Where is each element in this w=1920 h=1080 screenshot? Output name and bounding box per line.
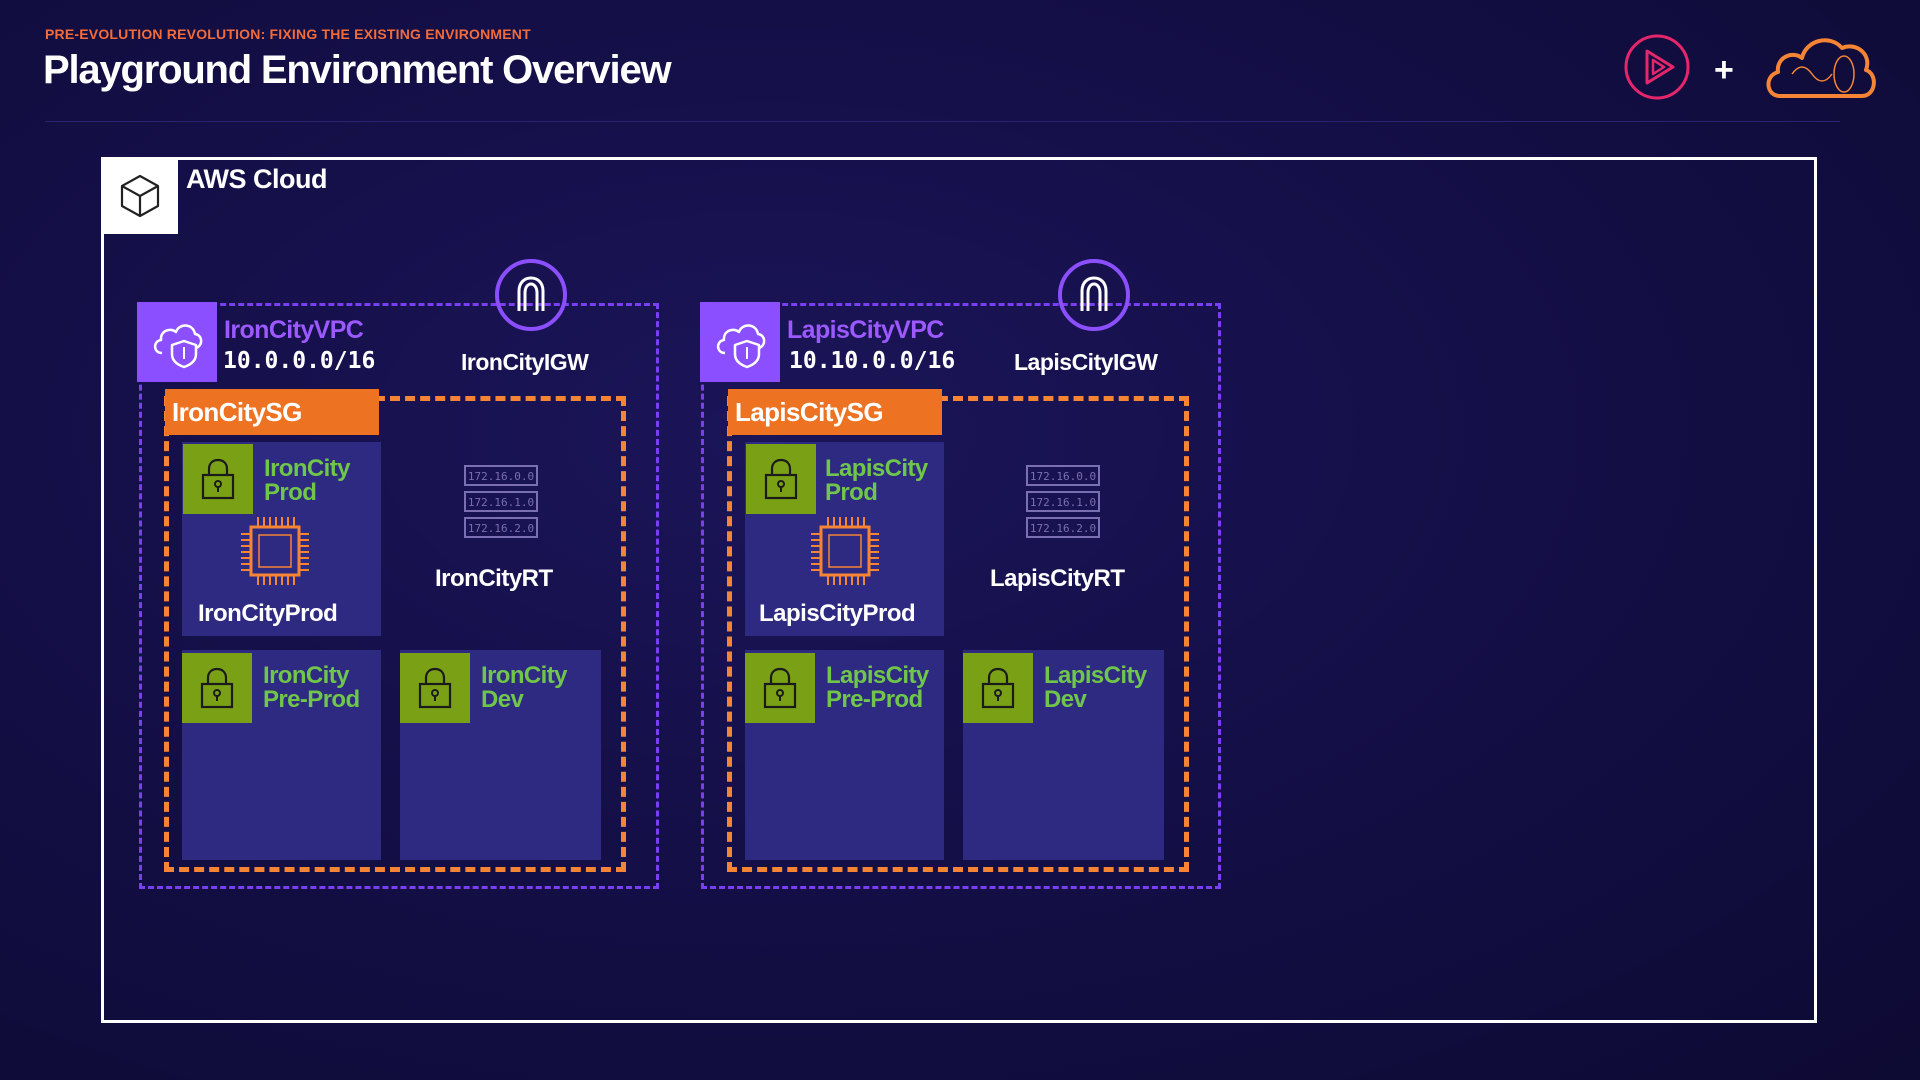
subnet-name-line1: LapisCity (1044, 662, 1147, 689)
subnet-name-line2: Pre-Prod (263, 686, 360, 713)
subnet-badge (746, 444, 816, 514)
subnet-name-line2: Prod (825, 479, 878, 506)
route-entry: 172.16.1.0 (468, 496, 534, 509)
vpc-container-ironcity (139, 303, 659, 889)
subnet-name-line1: IronCity (481, 662, 567, 689)
lock-icon (200, 667, 234, 709)
lock-icon (981, 667, 1015, 709)
plus-sign: + (1714, 51, 1734, 89)
route-entry: 172.16.2.0 (468, 522, 534, 535)
route-table-icon: 172.16.0.0 172.16.1.0 172.16.2.0 (464, 465, 538, 538)
route-table-label: LapisCityRT (990, 565, 1125, 592)
subnet-badge (182, 653, 252, 723)
gateway-arch-icon (1080, 276, 1108, 311)
instance-label: IronCityProd (198, 600, 338, 627)
vpc-badge (700, 302, 780, 382)
lock-icon (201, 458, 235, 500)
route-table-icon: 172.16.0.0 172.16.1.0 172.16.2.0 (1026, 465, 1100, 538)
lock-icon (764, 458, 798, 500)
subnet-name-line1: IronCity (263, 662, 349, 689)
section-eyebrow: PRE-EVOLUTION REVOLUTION: FIXING THE EXI… (45, 26, 531, 42)
internet-gateway (1058, 259, 1130, 331)
internet-gateway (495, 259, 567, 331)
vpc-cidr: 10.10.0.0/16 (789, 348, 956, 374)
vpc-name: LapisCityVPC (787, 316, 944, 344)
vpc-container-lapiscity (701, 303, 1221, 889)
route-table-label: IronCityRT (435, 565, 553, 592)
subnet-name-line2: Dev (1044, 686, 1087, 713)
subnet-name-line2: Dev (481, 686, 524, 713)
igw-label: IronCityIGW (461, 349, 589, 375)
route-entry: 172.16.0.0 (468, 470, 534, 483)
aws-cloud-frame (101, 157, 1817, 1023)
vpc-cloud-shield-icon (153, 324, 203, 369)
subnet-name-line1: LapisCity (825, 455, 928, 482)
ec2-instance-chip-icon (811, 517, 879, 585)
subnet-badge (183, 444, 253, 514)
subnet-name-line1: LapisCity (826, 662, 929, 689)
subnet-name-line2: Prod (264, 479, 317, 506)
vpc-cidr: 10.0.0.0/16 (223, 348, 376, 374)
lock-icon (418, 667, 452, 709)
subnet-badge (963, 653, 1033, 723)
vpc-name: IronCityVPC (224, 316, 364, 344)
security-group-lapiscity (727, 396, 1189, 872)
route-entry: 172.16.2.0 (1030, 522, 1096, 535)
gateway-arch-icon (517, 276, 545, 311)
igw-label: LapisCityIGW (1014, 349, 1158, 375)
security-group-label: IronCitySG (165, 389, 379, 435)
play-logo-icon (1624, 34, 1690, 100)
aws-cloud-label: AWS Cloud (186, 164, 327, 194)
page-title: Playground Environment Overview (43, 48, 672, 92)
cube-icon (120, 174, 159, 217)
security-group-ironcity (164, 396, 626, 872)
vpc-cloud-shield-icon (716, 324, 766, 369)
cloud-logo-icon (1766, 38, 1876, 98)
subnet-name-line2: Pre-Prod (826, 686, 923, 713)
aws-cloud-badge (101, 157, 178, 234)
header-divider (45, 121, 1840, 122)
subnet-badge (400, 653, 470, 723)
subnet-badge (745, 653, 815, 723)
security-group-label: LapisCitySG (728, 389, 942, 435)
ec2-instance-chip-icon (241, 517, 309, 585)
vpc-badge (137, 302, 217, 382)
route-entry: 172.16.1.0 (1030, 496, 1096, 509)
lock-icon (763, 667, 797, 709)
instance-label: LapisCityProd (759, 600, 916, 627)
subnet-name-line1: IronCity (264, 455, 350, 482)
route-entry: 172.16.0.0 (1030, 470, 1096, 483)
